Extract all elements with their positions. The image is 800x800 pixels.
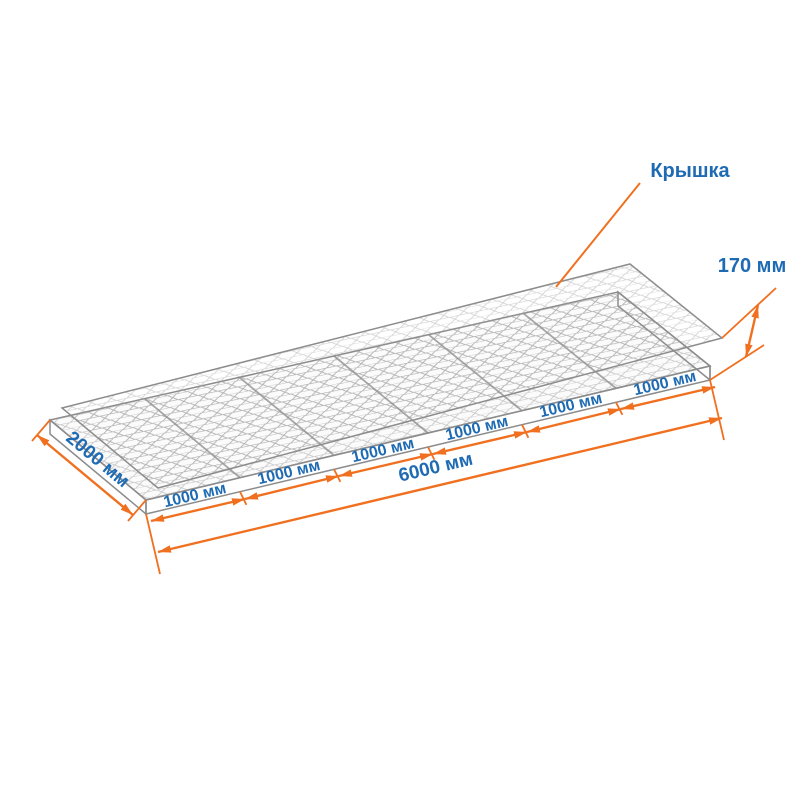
lid-label: Крышка — [650, 160, 730, 182]
height-dimension-label: 170 мм — [718, 255, 787, 277]
height-dimension-line — [744, 304, 760, 358]
total-length-dimension-line — [157, 416, 723, 554]
width-extension-front — [127, 499, 147, 522]
lid-callout: Крышка — [555, 160, 731, 288]
width-dimension-line — [36, 434, 134, 516]
mesh-mattress — [48, 263, 724, 516]
lid-leader-line — [555, 182, 641, 288]
dimension-height: 170 мм — [709, 255, 787, 381]
end-extension-right — [709, 379, 725, 441]
segment-dimension-line — [620, 385, 716, 411]
width-extension-back — [31, 419, 51, 442]
end-extension-left — [145, 513, 161, 575]
height-extension-bottom — [709, 344, 765, 381]
height-extension-top — [721, 287, 777, 339]
